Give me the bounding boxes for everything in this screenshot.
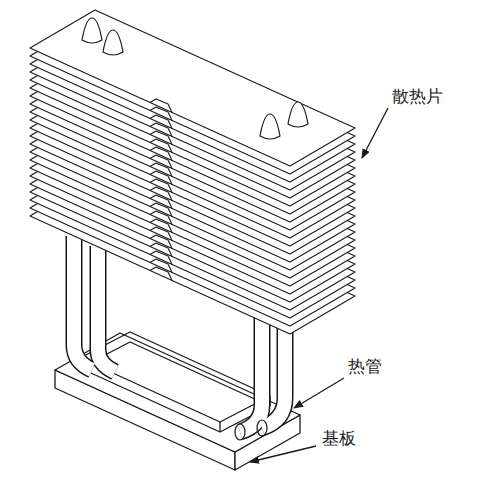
part-label: 散热片 bbox=[390, 86, 445, 106]
pipe-tips bbox=[82, 18, 308, 139]
part-label: 热管 bbox=[346, 356, 384, 376]
fin bbox=[30, 10, 355, 166]
leader-lines bbox=[250, 108, 388, 462]
fin-notch bbox=[150, 99, 172, 113]
part-label: 基板 bbox=[320, 428, 358, 448]
fin-stack bbox=[30, 10, 355, 334]
